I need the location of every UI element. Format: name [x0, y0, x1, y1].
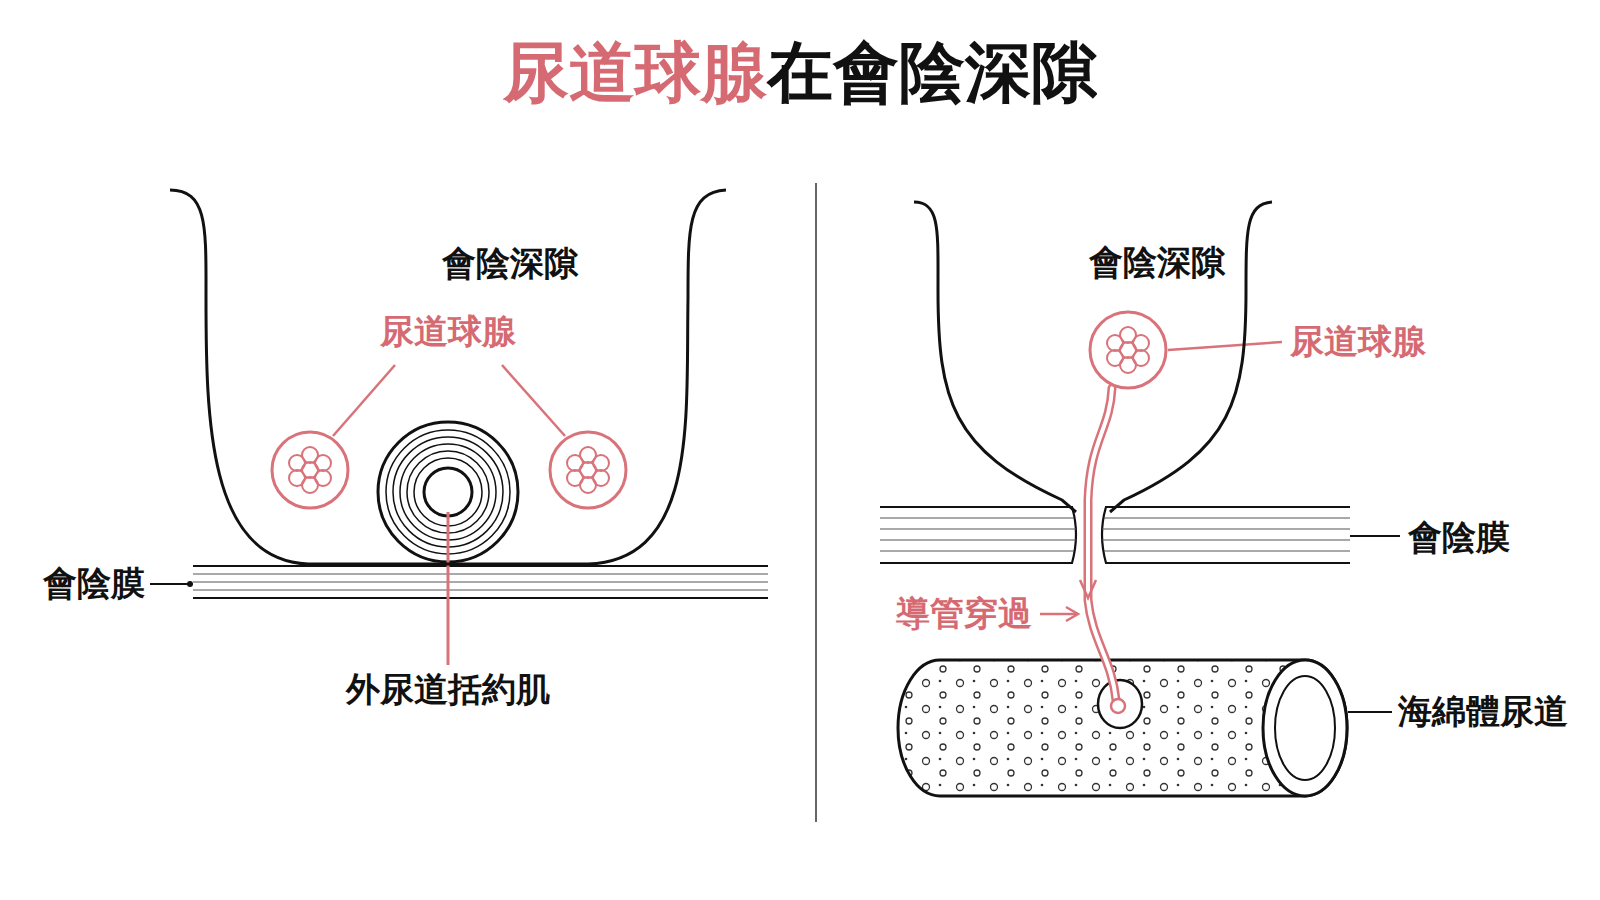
part-label: 會陰膜 [1408, 519, 1510, 556]
title: 尿道球腺在會陰深隙 [0, 28, 1600, 118]
pouch-region: 會陰深隙 [912, 200, 1274, 512]
part-label: 海綿體尿道 [1398, 693, 1568, 730]
region-name: 會陰深隙 [1089, 244, 1225, 281]
part-label: 外尿道括約肌 [346, 671, 550, 708]
part-label: 會陰膜 [43, 565, 145, 602]
part-label: 尿道球腺 [380, 313, 516, 350]
pouch-region: 會陰深隙 [168, 188, 728, 580]
region-name: 會陰深隙 [442, 245, 578, 282]
part-label: 導管穿過 [896, 595, 1032, 632]
part-label: 尿道球腺 [1290, 323, 1426, 360]
title-text: 尿道球腺在會陰深隙 [503, 28, 1097, 118]
